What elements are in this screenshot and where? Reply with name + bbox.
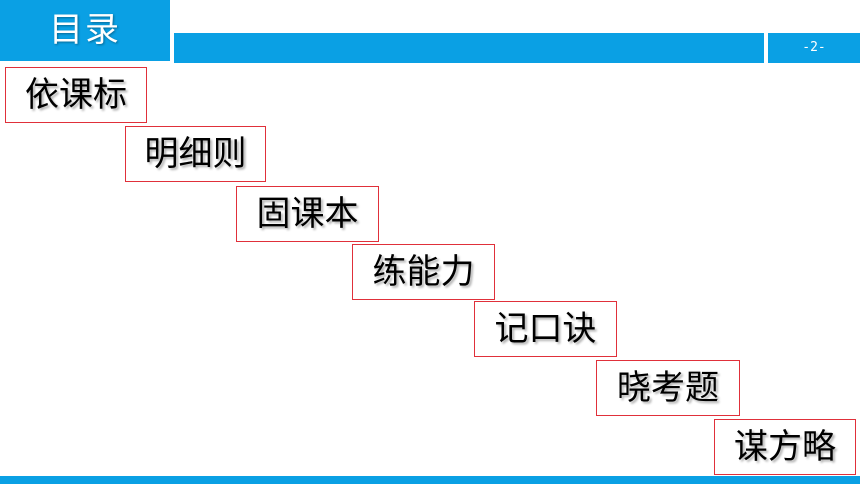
step-lian-neng-li[interactable]: 练能力 [352, 244, 495, 300]
page-number: -2- [768, 33, 860, 63]
step-ji-kou-jue[interactable]: 记口诀 [474, 301, 617, 357]
header-bar [174, 33, 764, 63]
step-ming-xi-ze[interactable]: 明细则 [125, 126, 266, 182]
page-title: 目录 [0, 0, 170, 61]
bottom-bar [0, 476, 860, 484]
step-gu-ke-ben[interactable]: 固课本 [236, 186, 379, 242]
step-yi-ke-biao[interactable]: 依课标 [5, 67, 147, 123]
step-xiao-kao-ti[interactable]: 晓考题 [596, 360, 740, 416]
step-mou-fang-lue[interactable]: 谋方略 [714, 419, 856, 475]
